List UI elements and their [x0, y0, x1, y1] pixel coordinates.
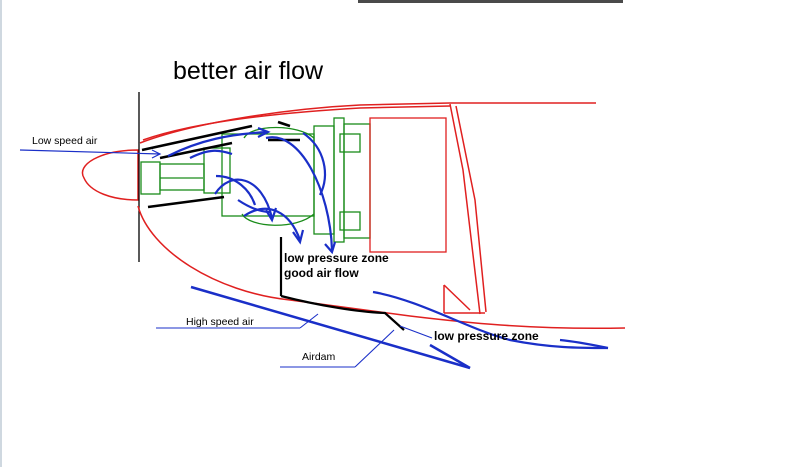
label-low-pressure-zone-inner: low pressure zone	[284, 251, 389, 265]
propeller-spinner	[81, 149, 139, 201]
low-speed-arrow	[19, 149, 162, 159]
label-airdam: Airdam	[302, 351, 336, 363]
top-scroll-bar	[358, 0, 623, 3]
leader-lines	[156, 313, 433, 368]
firewall-box	[369, 117, 447, 253]
window-left-edge	[0, 0, 2, 467]
label-low-speed-air: Low speed air	[32, 135, 98, 147]
airdam	[279, 237, 405, 331]
label-high-speed-air: High speed air	[186, 316, 254, 328]
label-good-air-flow: good air flow	[284, 266, 359, 280]
cowling-outline	[137, 102, 626, 330]
label-low-pressure-zone-outer: low pressure zone	[434, 329, 539, 343]
high-speed-arrow	[190, 285, 471, 370]
baffles	[141, 120, 300, 209]
engine-block	[140, 117, 371, 243]
diagram-title: better air flow	[173, 57, 324, 85]
airflow-arrows	[167, 126, 609, 350]
